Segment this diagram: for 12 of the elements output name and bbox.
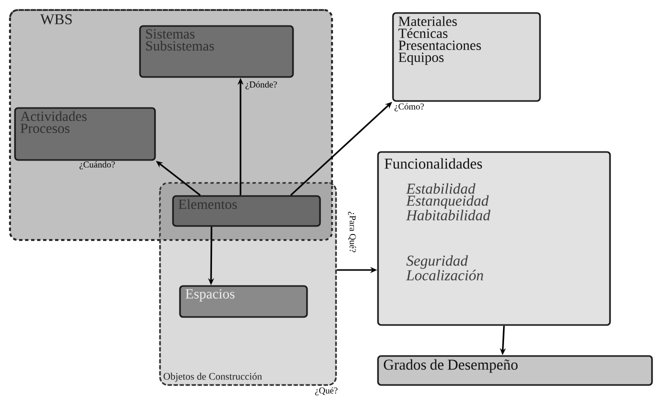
- beside-label: ¿Qué?: [315, 387, 338, 396]
- process-box: Elementos: [172, 195, 321, 227]
- process-box: Materiales Técnicas Presentaciones Equipos: [392, 12, 541, 102]
- edge-label: ¿Cuándo?: [80, 161, 115, 170]
- process-box: Sistemas Subsistemas: [139, 25, 294, 78]
- process-box: Actividades Procesos: [14, 107, 156, 161]
- edge-label: ¿Dónde?: [246, 81, 277, 90]
- process-box: Grados de Desempeño: [377, 355, 653, 386]
- process-box: Funcionalidades Estabilidad Estanqueidad Habitabilidad Seguridad Localización: [377, 151, 611, 326]
- edge-label: ¿Para Qué?: [348, 212, 356, 252]
- edge-label: ¿Cómo?: [394, 103, 424, 112]
- process-box: Espacios: [179, 285, 308, 318]
